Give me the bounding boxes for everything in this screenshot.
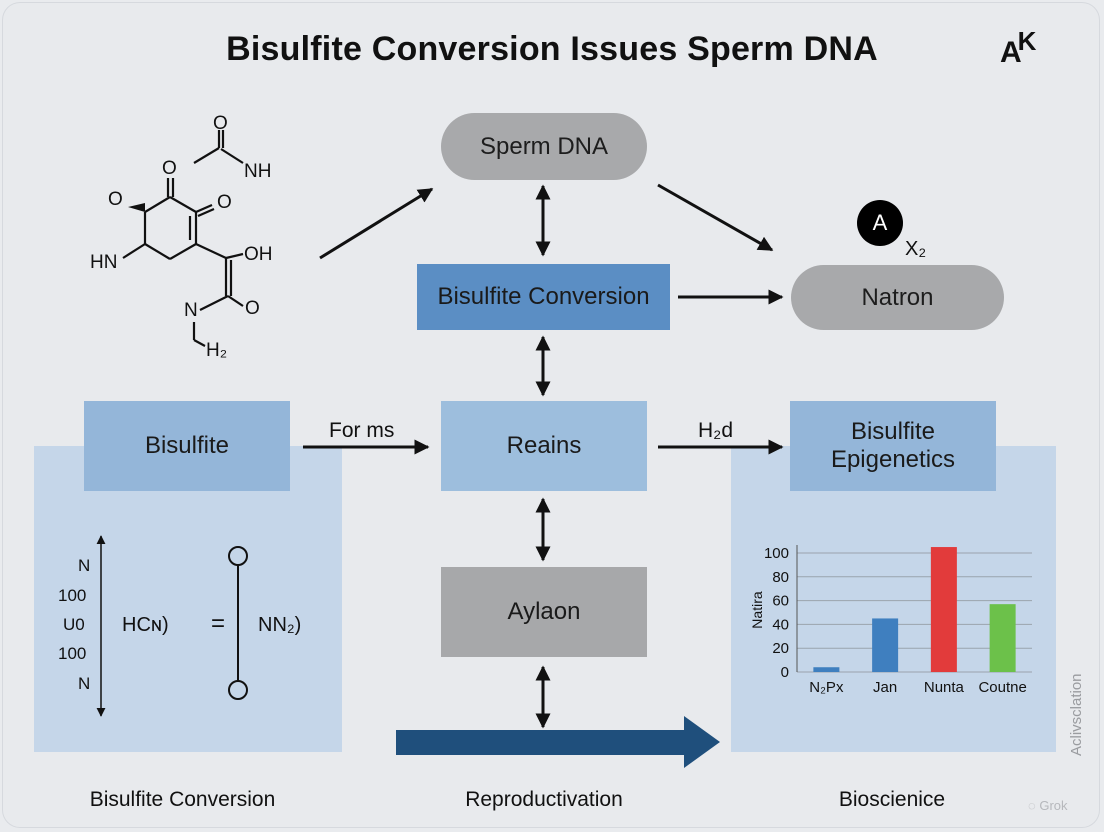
logo-letter-a: A: [1000, 36, 1022, 69]
y-tick-label: 60: [772, 593, 789, 610]
node-sperm-dna: Sperm DNA: [441, 113, 647, 180]
hcn-label: HCɴ): [122, 614, 169, 636]
axis-tick-label: N: [78, 556, 91, 575]
x-tick-label: Nunta: [924, 679, 965, 696]
mol-hn: HN: [90, 252, 118, 273]
badge-label: X₂: [905, 238, 927, 260]
mol-o-top: O: [213, 113, 228, 134]
big-flow-arrow: [396, 716, 720, 768]
axis-tick-label: 100: [58, 644, 87, 663]
caption-center: Reproductivation: [465, 788, 623, 811]
epigenetics-line-2: Epigenetics: [830, 446, 956, 473]
watermark: ◌ Grok: [1028, 798, 1068, 813]
arrow-to-sperm-dna: [319, 187, 434, 260]
logo-letter-k: K: [1017, 26, 1037, 56]
node-aylaon: Aylaon: [441, 567, 647, 657]
node-bisulfite: Bisulfite: [84, 401, 290, 491]
mol-n-lower: N: [184, 300, 198, 321]
bar-2: [930, 547, 957, 672]
x-tick-label: Jan: [873, 679, 897, 696]
badge-letter: A: [872, 210, 888, 235]
axis-tick-label: N: [78, 674, 91, 693]
y-tick-label: 80: [772, 569, 789, 586]
equals-sign: =: [211, 610, 226, 637]
x-tick-label: Coutne: [978, 679, 1026, 696]
node-bisulfite-conversion: Bisulfite Conversion: [417, 264, 670, 330]
watermark-text: Grok: [1039, 798, 1068, 813]
mol-oh: OH: [244, 244, 273, 265]
y-tick-label: 0: [781, 664, 789, 681]
mol-o-lower: O: [245, 298, 260, 319]
epigenetics-line-1: Bisulfite: [850, 418, 936, 446]
node-natron: Natron: [791, 265, 1004, 330]
page-title: Bisulfite Conversion Issues Sperm DNA: [226, 30, 878, 68]
caption-left: Bisulfite Conversion: [89, 788, 276, 811]
axis-tick-label: U0: [63, 615, 85, 634]
arrow-sperm-to-natron: [657, 183, 774, 252]
side-label: Aclivsclation: [1068, 673, 1085, 756]
axis-tick-label: 100: [58, 586, 87, 605]
node-bisulfite-epigenetics: Bisulfite Epigenetics: [790, 401, 996, 491]
mol-o-ring-2: O: [217, 192, 232, 213]
mol-o-ring: O: [162, 158, 177, 179]
caption-right: Bioscienice: [838, 788, 946, 811]
watermark-icon: ◌: [1028, 798, 1040, 813]
right-panel: [731, 446, 1056, 752]
nn2-label: NN₂): [258, 614, 302, 636]
mol-h2: H₂: [206, 340, 228, 361]
left-panel: [34, 446, 342, 752]
mol-nh-top: NH: [244, 161, 272, 182]
bar-3: [989, 604, 1016, 672]
y-tick-label: 40: [772, 616, 789, 633]
y-tick-label: 20: [772, 640, 789, 657]
badge-circle: A: [857, 200, 903, 246]
mol-o-left-ring: O: [108, 189, 123, 210]
node-reains: Reains: [441, 401, 647, 491]
bar-0: [813, 667, 840, 672]
y-axis-label: Natira: [749, 591, 765, 629]
y-tick-label: 100: [764, 545, 789, 562]
bar-1: [872, 618, 899, 672]
logo: AK: [1000, 26, 1040, 70]
label-h2d: H₂d: [698, 419, 733, 442]
label-for-ms: For ms: [329, 419, 395, 442]
x-tick-label: N₂Px: [809, 679, 844, 696]
